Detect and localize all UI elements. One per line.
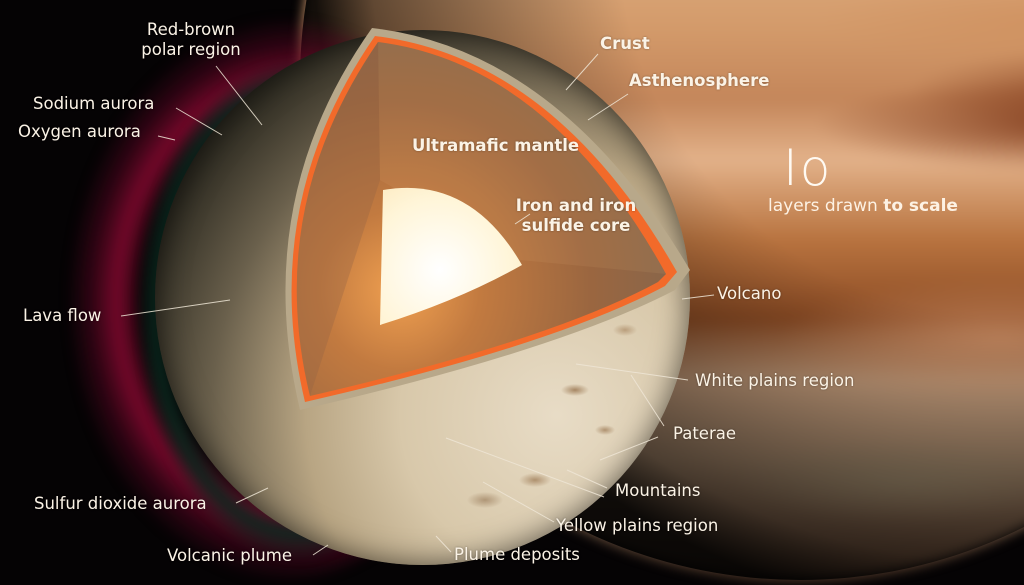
label-paterae: Paterae xyxy=(673,424,736,443)
title: Io xyxy=(783,139,833,197)
label-core-line2: sulfide core xyxy=(521,216,631,235)
label-asthenosphere: Asthenosphere xyxy=(629,71,770,90)
label-polar-line1: Red-brown xyxy=(146,20,236,39)
core xyxy=(380,187,522,325)
label-mountains: Mountains xyxy=(615,481,701,500)
label-plume-deposits: Plume deposits xyxy=(454,545,580,564)
subtitle-normal: layers drawn xyxy=(768,196,884,216)
label-lava-flow: Lava flow xyxy=(23,306,102,325)
label-polar-region: Red-brown polar region xyxy=(126,20,256,60)
label-crust: Crust xyxy=(600,34,650,53)
label-mantle: Ultramafic mantle xyxy=(412,136,580,155)
subtitle: layers drawn to scale xyxy=(768,196,958,216)
label-volcanic-plume: Volcanic plume xyxy=(167,546,292,565)
label-sodium-aurora: Sodium aurora xyxy=(33,94,155,113)
subtitle-bold: to scale xyxy=(883,196,958,216)
label-polar-line2: polar region xyxy=(141,40,241,59)
label-white-plains: White plains region xyxy=(695,371,855,390)
label-oxygen-aurora: Oxygen aurora xyxy=(18,122,141,141)
label-volcano: Volcano xyxy=(717,284,782,303)
label-yellow-plains: Yellow plains region xyxy=(556,516,719,535)
label-core: Iron and iron sulfide core xyxy=(512,196,640,236)
label-sulfur-dioxide-aurora: Sulfur dioxide aurora xyxy=(34,494,207,513)
label-core-line1: Iron and iron xyxy=(515,196,637,215)
